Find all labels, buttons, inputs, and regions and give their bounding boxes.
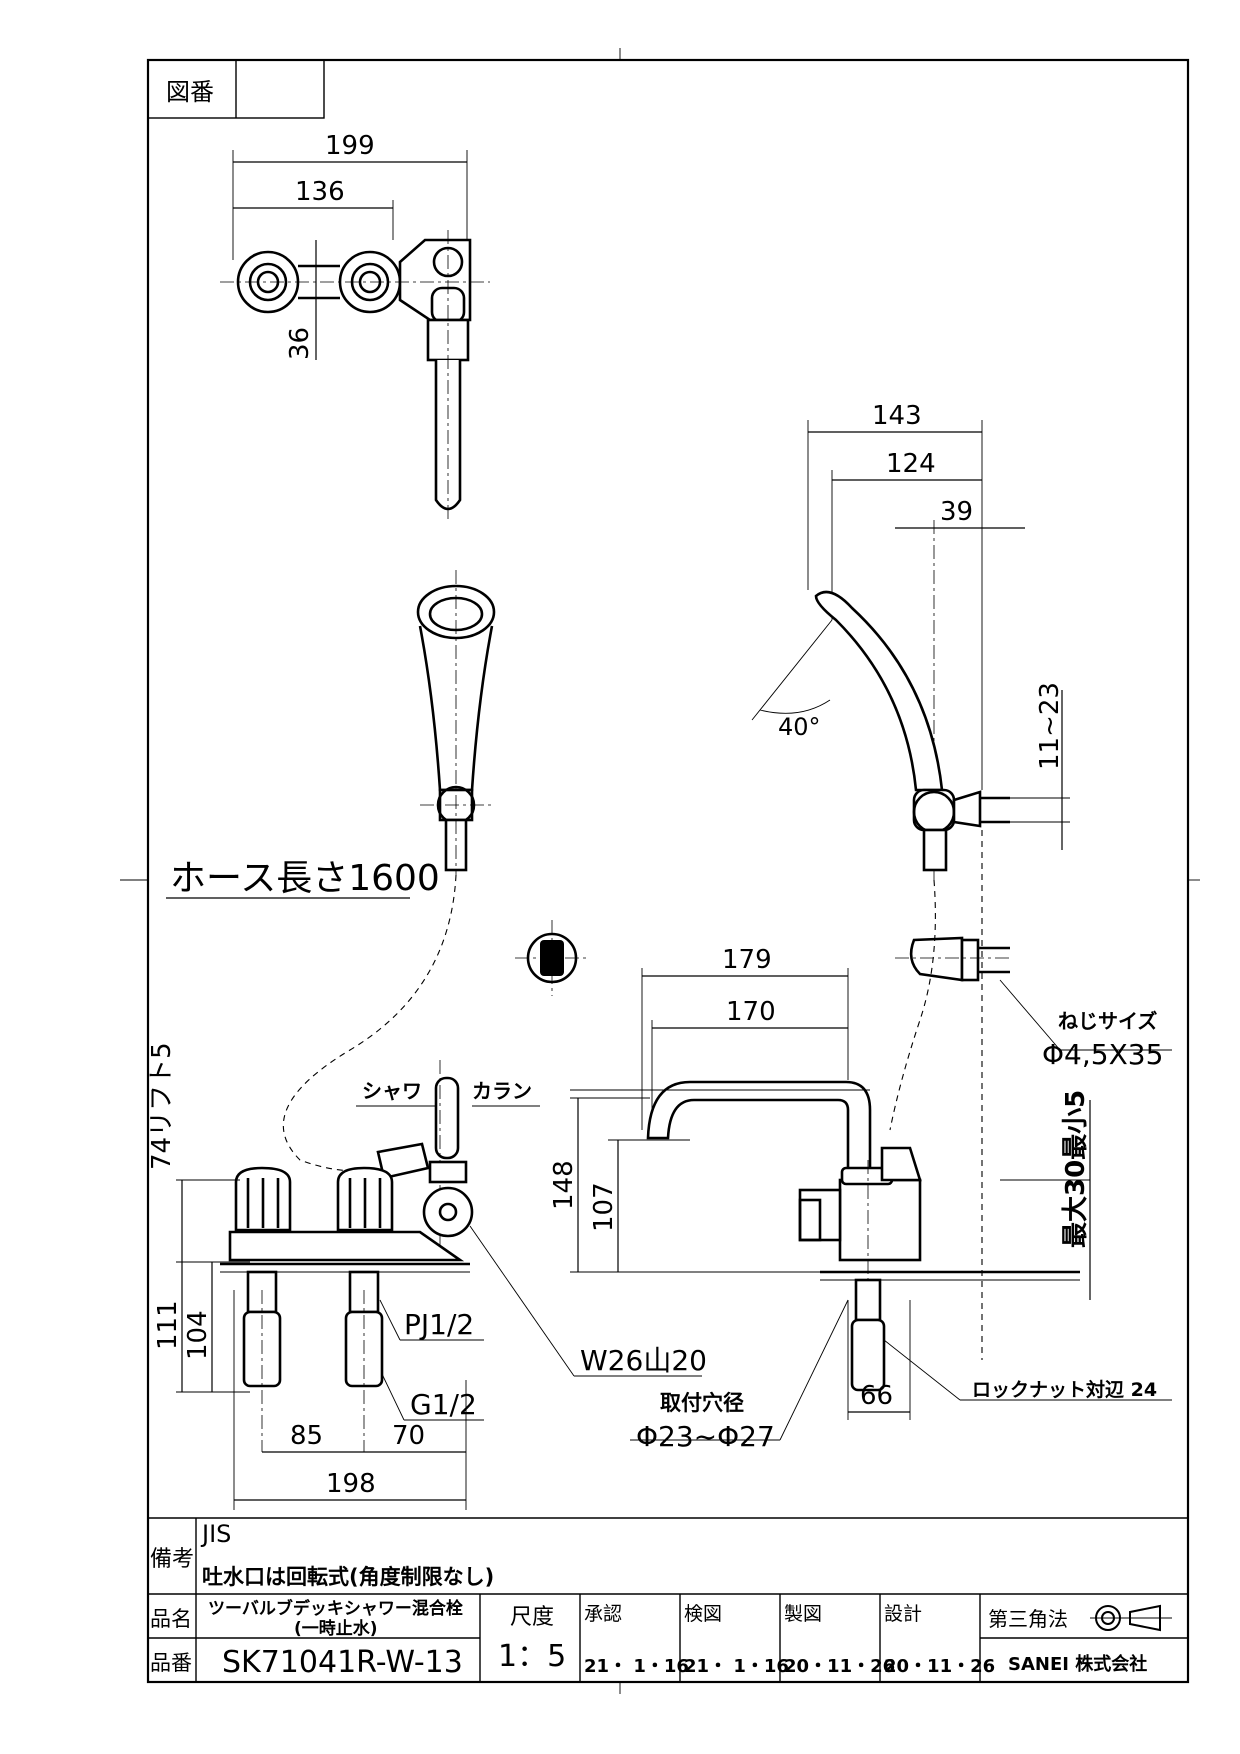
check-date: 21・ 1・16 <box>684 1656 789 1677</box>
approve-label: 承認 <box>584 1603 622 1625</box>
drawn-label: 製図 <box>784 1603 822 1625</box>
product-name-label: 品名 <box>150 1607 192 1631</box>
scale-label: 尺度 <box>510 1605 554 1630</box>
remarks-line2: 吐水口は回転式(角度制限なし) <box>202 1565 494 1589</box>
dim-170: 170 <box>726 997 776 1027</box>
dim-85: 85 <box>290 1421 323 1451</box>
locknut-label: ロックナット対辺 24 <box>972 1378 1157 1401</box>
dim-104: 104 <box>183 1310 213 1360</box>
scale-value: 1：5 <box>498 1639 566 1674</box>
product-name-line2: (一時止水) <box>294 1618 378 1639</box>
check-label: 検図 <box>684 1603 722 1625</box>
drawing-number-label: 図番 <box>166 78 214 106</box>
product-no: SK71041R-W-13 <box>222 1645 463 1680</box>
shower-direction-label: シャワ <box>362 1079 422 1103</box>
faucet-direction-label: カラン <box>472 1079 532 1103</box>
screw-size-label: ねじサイズ <box>1058 1009 1157 1033</box>
w26-label: W26山20 <box>580 1344 707 1377</box>
approve-date: 21・ 1・16 <box>584 1656 689 1677</box>
shower-head-front <box>416 570 496 875</box>
drawing-frame <box>146 58 1190 1684</box>
hose-dashed <box>282 874 457 1172</box>
company-name: SANEI 株式会社 <box>1008 1653 1147 1675</box>
remarks-label: 備考 <box>150 1547 194 1572</box>
dim-148: 148 <box>549 1160 579 1210</box>
mount-hole-value: Φ23~Φ27 <box>636 1420 775 1453</box>
g12-label: G1/2 <box>410 1388 477 1421</box>
dim-39: 39 <box>940 497 973 527</box>
design-label: 設計 <box>884 1603 922 1625</box>
design-date: 20・11・26 <box>884 1656 995 1677</box>
projection-label: 第三角法 <box>988 1607 1068 1631</box>
top-view: 199 136 36 <box>220 131 490 520</box>
spout-side-view: 179 170 148 107 66 <box>549 945 1080 1420</box>
dim-111: 111 <box>153 1300 183 1350</box>
lift-label: 74リフト5 <box>147 1042 177 1170</box>
remarks-line1: JIS <box>200 1520 231 1548</box>
dim-136: 136 <box>295 177 345 207</box>
product-no-label: 品番 <box>150 1651 192 1675</box>
dim-11-23: 11~23 <box>1035 682 1065 770</box>
max-min-label: 最大30最小5 <box>1061 1090 1091 1248</box>
dim-66: 66 <box>860 1381 893 1411</box>
third-angle-projection-icon <box>1090 1604 1172 1632</box>
angle-40: 40° <box>778 713 821 741</box>
dim-36: 36 <box>285 327 315 360</box>
hook-bracket <box>909 936 964 982</box>
title-block: 備考 JIS 吐水口は回転式(角度制限なし) 品名 ツーバルブデッキシャワー混合… <box>148 1517 1188 1682</box>
pj-label: PJ1/2 <box>404 1308 474 1341</box>
front-view: シャワ カラン 74リフト5 <box>147 1042 707 1510</box>
shower-side-view: 143 124 39 40° 11~23 <box>751 401 1070 880</box>
mount-hole-label: 取付穴径 <box>660 1391 744 1415</box>
dim-143: 143 <box>872 401 922 431</box>
drawn-date: 20・11・26 <box>784 1656 895 1677</box>
dim-199: 199 <box>325 131 375 161</box>
hose-length-label: ホース長さ1600 <box>170 858 440 899</box>
dim-198: 198 <box>326 1469 376 1499</box>
screw-size-value: Φ4,5X35 <box>1042 1038 1163 1071</box>
dim-107: 107 <box>589 1182 619 1232</box>
dim-70: 70 <box>392 1421 425 1451</box>
dim-124: 124 <box>886 449 936 479</box>
dim-179: 179 <box>722 945 772 975</box>
product-name-line1: ツーバルブデッキシャワー混合栓 <box>208 1598 463 1619</box>
